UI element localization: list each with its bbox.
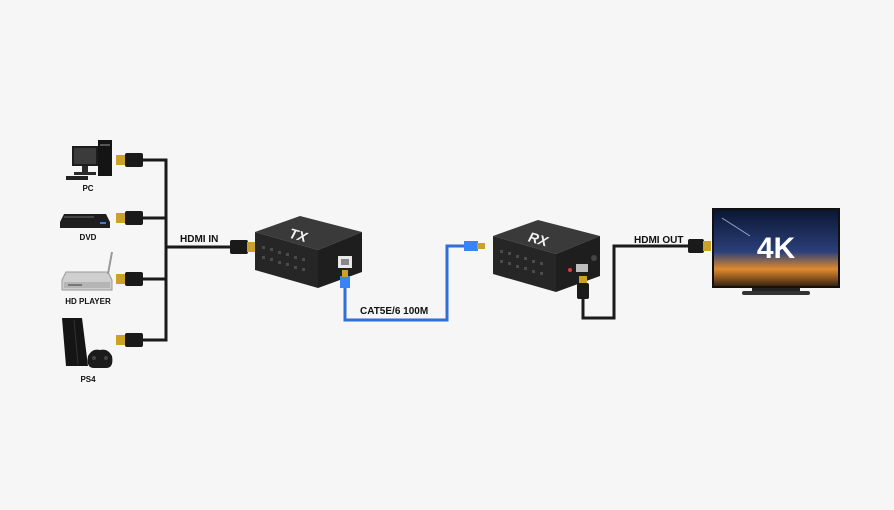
dvd-player-icon [60,214,110,228]
pc-icon [66,140,112,180]
hdmi-port-icon [576,264,588,272]
hdmi-plug-icon [116,153,143,167]
source-label-dvd: DVD [80,233,97,242]
receiver-box [493,220,600,292]
media-player-icon [61,251,113,291]
hdmi-plug-icon [230,240,255,254]
tv-4k-label: 4K [757,232,796,265]
hdmi-output-cable [581,244,690,320]
source-label-hd-player: HD PLAYER [65,297,111,306]
hdmi-plug-icon [577,276,589,299]
source-label-ps4: PS4 [80,375,96,384]
hdmi-plug-icon [116,333,143,347]
hdmi-plug-icon [116,211,143,225]
lan-plug-icon [340,270,350,288]
power-led-icon [568,268,572,272]
hdmi-plug-icon [116,272,143,286]
hdmi-out-label: HDMI OUT [634,235,683,246]
tv-icon [712,208,840,295]
game-console-icon [62,318,113,368]
source-hdmi-plugs [116,153,143,347]
source-label-pc: PC [82,184,93,193]
rx-label: RX [527,229,552,250]
hdmi-plug-icon [688,239,711,253]
lan-plug-icon [464,241,485,251]
hdmi-in-label: HDMI IN [180,234,218,245]
transmitter-box [255,216,362,288]
cable-label: CAT5E/6 100M [360,306,428,317]
lan-cable [343,244,468,322]
power-jack-icon [591,255,597,261]
tx-label: TX [287,225,310,246]
hdmi-input-wiring [142,158,236,342]
